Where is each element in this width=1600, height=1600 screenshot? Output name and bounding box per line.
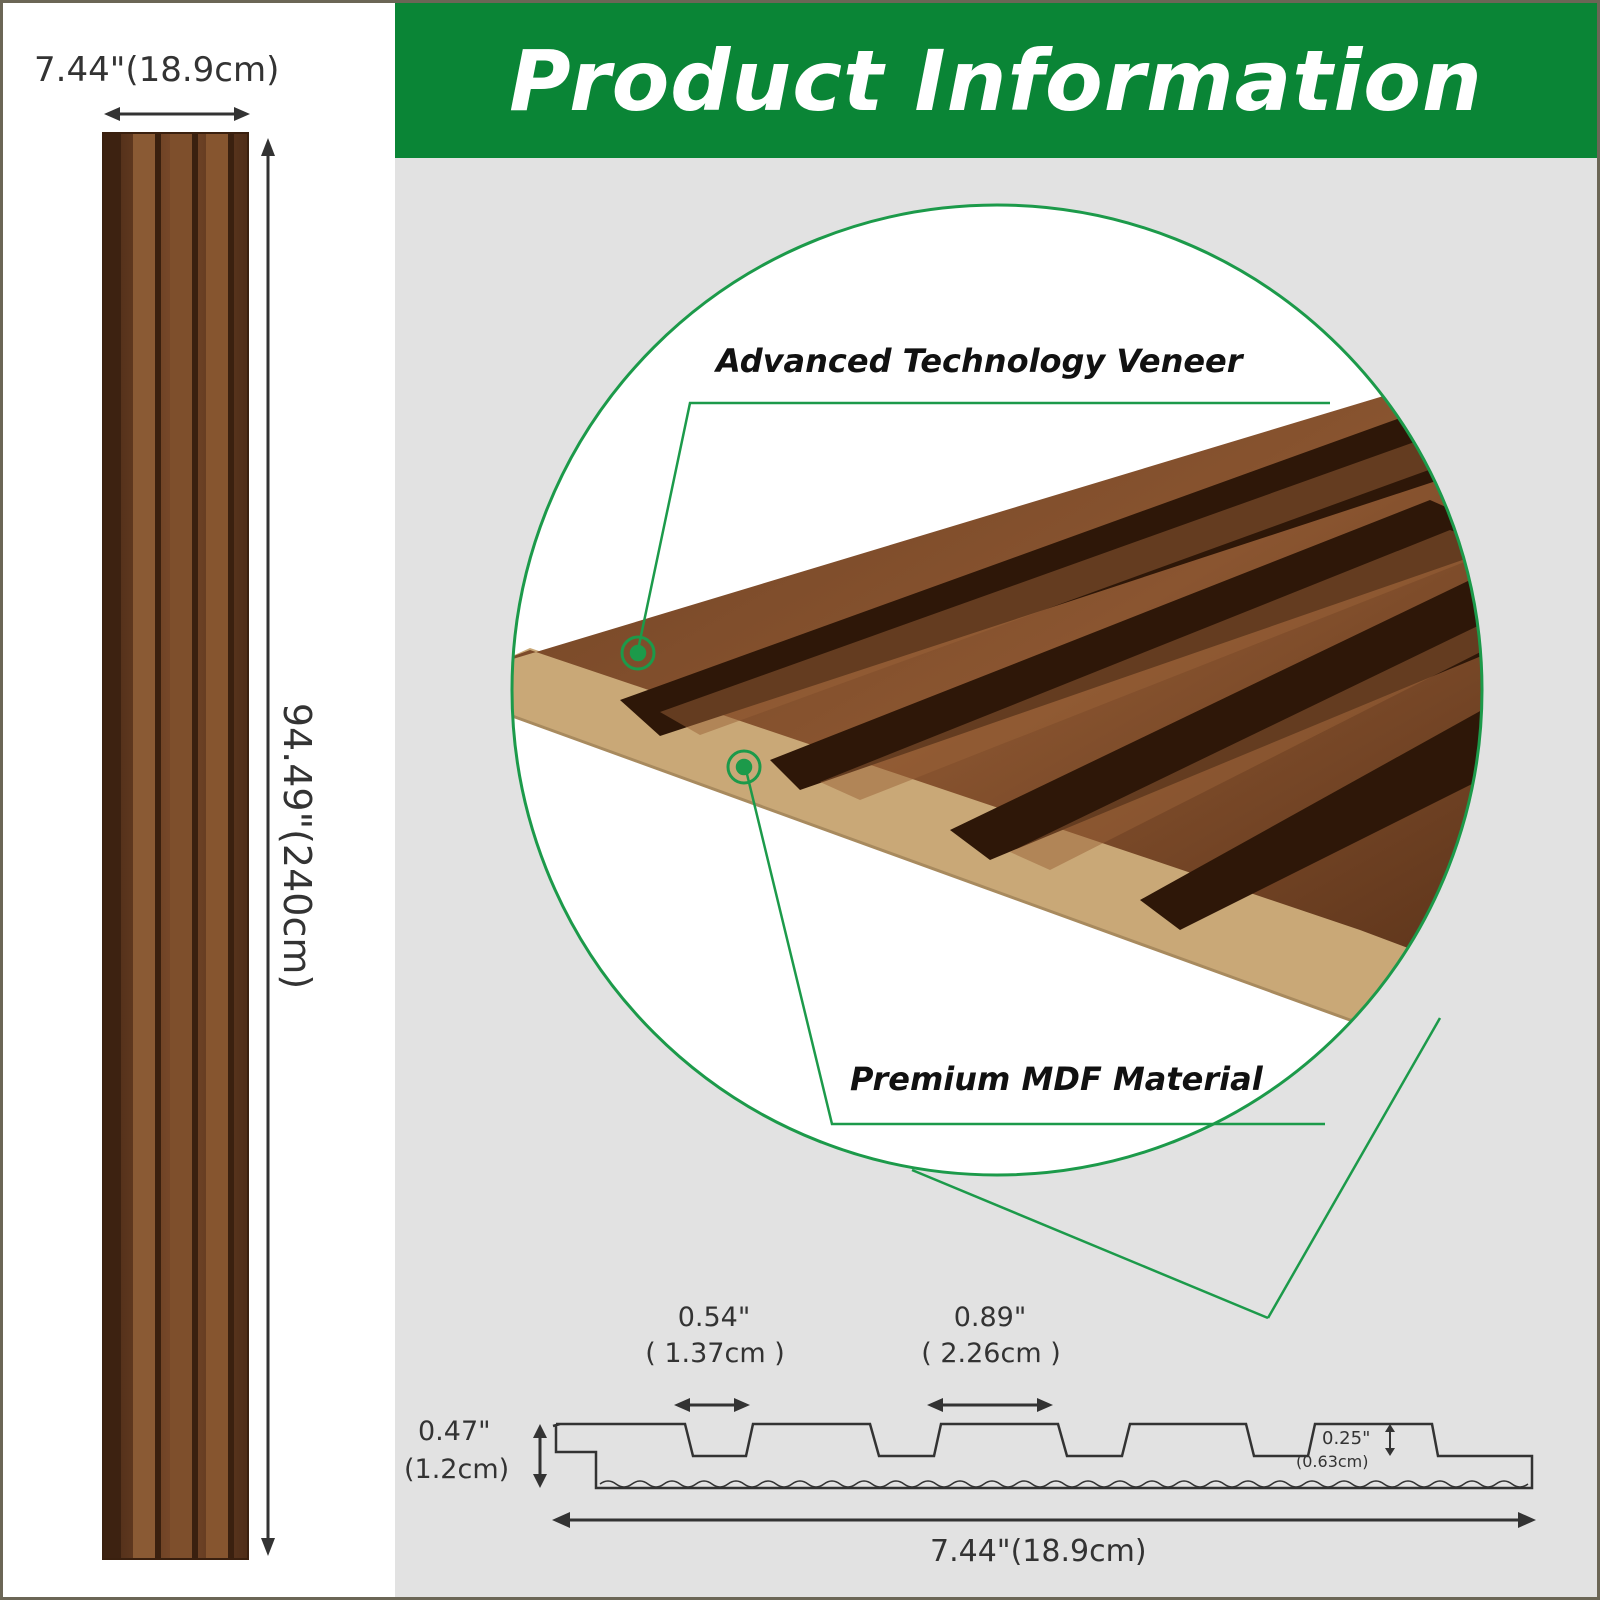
length-dimension-arrow <box>261 138 275 1556</box>
profile-drawing <box>552 1422 1534 1490</box>
total-width-label: 7.44"(18.9cm) <box>930 1534 1147 1569</box>
mdf-callout-leader <box>726 749 1325 1126</box>
panel-groove <box>155 133 161 1559</box>
slat-width-cm: ( 2.26cm ) <box>921 1338 1061 1369</box>
magnifier-outline <box>510 203 1484 1177</box>
width-dimension-arrow <box>104 107 250 121</box>
page-title: Product Information <box>509 31 1483 130</box>
panel-groove <box>192 133 198 1559</box>
slat-gap-cm: ( 1.37cm ) <box>645 1338 785 1369</box>
slat-width-inch: 0.89" <box>953 1302 1027 1333</box>
panel-width-label: 7.44"(18.9cm) <box>34 50 280 90</box>
groove-depth-cm: (0.63cm) <box>1296 1452 1369 1471</box>
panel-groove <box>228 133 234 1559</box>
vertical-panel <box>102 132 249 1560</box>
mdf-callout-label: Premium MDF Material <box>850 1060 1263 1098</box>
thickness-cm: (1.2cm) <box>404 1454 510 1485</box>
thickness-arrow <box>533 1424 547 1488</box>
groove <box>770 500 1482 790</box>
panel-slat <box>133 133 155 1559</box>
thickness-inch: 0.47" <box>418 1416 491 1447</box>
groove <box>950 580 1482 860</box>
magnifier-circle <box>510 203 1484 1320</box>
panel-slat <box>206 133 228 1559</box>
title-banner: Product Information <box>395 3 1597 158</box>
panel-slat <box>170 133 192 1559</box>
panel-groove <box>103 133 121 1559</box>
slat-gap-inch: 0.54" <box>677 1302 751 1333</box>
groove-depth-arrow <box>1385 1424 1395 1456</box>
groove-depth-inch: 0.25" <box>1322 1428 1371 1449</box>
slat-gap-arrow <box>674 1398 750 1412</box>
veneer-callout-label: Advanced Technology Veneer <box>716 342 1243 380</box>
slat-width-arrow <box>927 1398 1053 1412</box>
groove <box>1140 700 1482 930</box>
veneer-callout-leader <box>620 401 1330 671</box>
total-width-arrow <box>552 1512 1536 1528</box>
panel-length-label: 94.49"(240cm) <box>275 702 319 990</box>
